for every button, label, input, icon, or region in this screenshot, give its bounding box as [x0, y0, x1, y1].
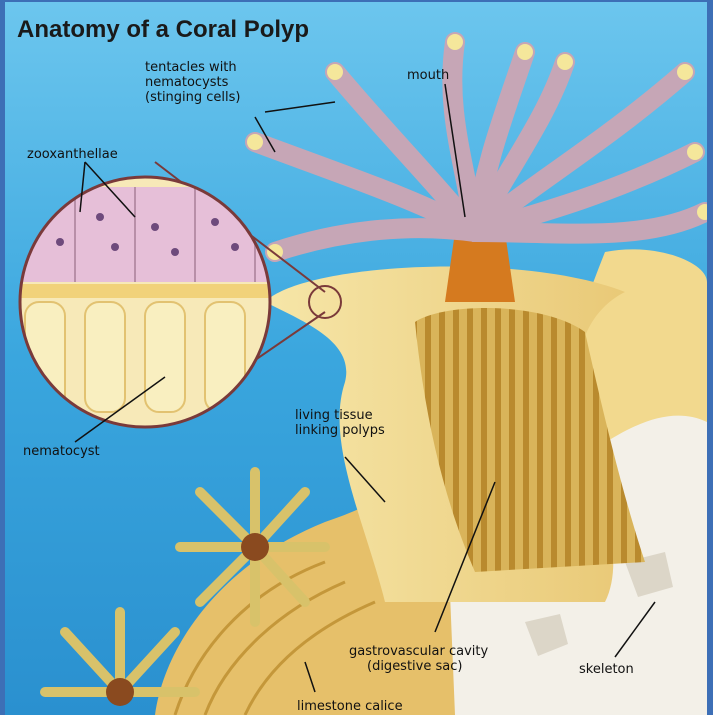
page-title: Anatomy of a Coral Polyp: [17, 16, 309, 44]
label-tentacles-line-3: (stinging cells): [145, 90, 241, 105]
label-zooxanthellae: zooxanthellae: [27, 147, 118, 162]
label-nematocyst: nematocyst: [23, 444, 100, 459]
label-tentacles-line-1: tentacles with: [145, 60, 241, 75]
label-skeleton: skeleton: [579, 662, 634, 677]
label-tentacles: tentacles with nematocysts (stinging cel…: [145, 60, 241, 105]
label-tentacles-line-2: nematocysts: [145, 75, 241, 90]
label-limestone: limestone calice: [297, 699, 403, 714]
mouth-tube: [445, 232, 515, 302]
label-living-tissue-line-2: linking polyps: [295, 423, 385, 438]
small-polyp-1: [180, 472, 325, 622]
label-living-tissue: living tissue linking polyps: [295, 408, 385, 438]
label-gastrovascular-line-1: gastrovascular cavity: [349, 644, 488, 659]
label-gastrovascular: gastrovascular cavity (digestive sac): [349, 644, 488, 674]
label-gastrovascular-line-2: (digestive sac): [349, 659, 488, 674]
label-mouth: mouth: [407, 68, 449, 83]
label-living-tissue-line-1: living tissue: [295, 408, 385, 423]
coral-polyp-illustration: [5, 2, 707, 715]
